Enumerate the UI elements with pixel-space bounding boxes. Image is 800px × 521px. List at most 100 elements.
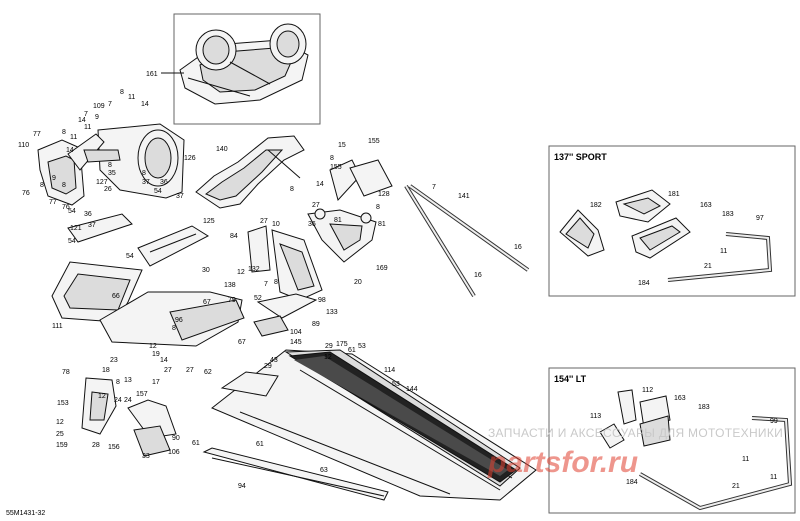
bracket-153 [81, 377, 177, 457]
callout: 163 [674, 395, 686, 402]
callout: 94 [238, 483, 246, 490]
callout: 77 [33, 131, 41, 138]
callout: 29 [325, 343, 333, 350]
callout: 184 [638, 280, 650, 287]
callout: 24 [114, 397, 122, 404]
callout: 23 [110, 357, 118, 364]
callout: 21 [704, 263, 712, 270]
callout: 20 [354, 279, 362, 286]
sport-137-title: 137'' SPORT [554, 152, 607, 162]
callout: 99 [770, 418, 778, 425]
callout: 36 [160, 179, 168, 186]
callout: 183 [722, 211, 734, 218]
callout: 161 [146, 71, 158, 78]
callout: 97 [756, 215, 764, 222]
callout: 53 [358, 343, 366, 350]
callout: 11 [128, 94, 135, 101]
callout: 81 [334, 217, 342, 224]
callout: 77 [49, 199, 57, 206]
callout: 61 [348, 347, 356, 354]
callout: 182 [590, 202, 602, 209]
callout: 140 [216, 146, 228, 153]
sport-137-box [548, 145, 796, 297]
callout: 128 [378, 191, 390, 198]
callout: 26 [104, 186, 112, 193]
callout: 8 [330, 155, 334, 162]
callout: 29 [264, 363, 272, 370]
callout: 18 [102, 367, 110, 374]
callout: 9 [52, 175, 56, 182]
callout: 11 [84, 124, 91, 131]
callout: 79 [228, 297, 236, 304]
callout: 106 [168, 449, 180, 456]
callout: 27 [186, 367, 194, 374]
callout: 96 [175, 317, 183, 324]
callout: 9 [95, 114, 99, 121]
callout: 14 [141, 101, 149, 108]
callout: 113 [590, 413, 601, 420]
callout: 104 [290, 329, 302, 336]
callout: 14 [78, 117, 86, 124]
callout: 133 [326, 309, 338, 316]
callout: 7 [432, 184, 436, 191]
tunnel-panel-125 [137, 225, 210, 267]
callout: 67 [203, 299, 211, 306]
callout: 27 [312, 202, 320, 209]
footrest-panel [99, 291, 245, 347]
callout: 19 [152, 351, 160, 358]
callout: 33 [142, 453, 150, 460]
callout: 155 [368, 138, 380, 145]
callout: 112 [642, 387, 653, 394]
callout: 24 [124, 397, 132, 404]
tie-rods-141 [404, 184, 530, 298]
lt-154-title: 154'' LT [554, 374, 587, 384]
watermark-text: ЗАПЧАСТИ И АКСЕССУАРЫ ДЛЯ МОТОТЕХНИКИ [488, 426, 783, 440]
callout: 27 [260, 218, 268, 225]
slider-rail-94 [202, 447, 389, 501]
callout: 8 [376, 204, 380, 211]
callout: 10 [272, 221, 280, 228]
callout: 126 [184, 155, 196, 162]
callout: 63 [320, 467, 328, 474]
callout: 183 [698, 404, 710, 411]
callout: 14 [160, 357, 168, 364]
sport-137-parts [559, 189, 773, 282]
callout: 111 [52, 323, 63, 330]
callout: 54 [154, 188, 162, 195]
chassis-assembly-161 [179, 23, 309, 105]
callout: 76 [22, 190, 30, 197]
callout: 153 [57, 400, 69, 407]
callout: 16 [514, 244, 522, 251]
callout: 144 [406, 386, 418, 393]
callout: 169 [376, 265, 388, 272]
callout: 62 [204, 369, 212, 376]
callout: 11 [742, 456, 749, 463]
callout: 78 [62, 369, 70, 376]
callout: 11 [70, 134, 77, 141]
callout: 66 [112, 293, 120, 300]
callout: 181 [668, 191, 680, 198]
callout: 15 [338, 142, 346, 149]
lt-154-box [548, 367, 796, 514]
diagram-code: 55M1431-32 [6, 510, 45, 517]
callout: 90 [172, 435, 180, 442]
callout: 8 [116, 379, 120, 386]
callout: 8 [274, 279, 278, 286]
callout: 37 [88, 222, 96, 229]
watermark: ЗАПЧАСТИ И АКСЕССУАРЫ ДЛЯ МОТОТЕХНИКИ pa… [487, 426, 783, 479]
callout: 76 [62, 204, 70, 211]
callout: 145 [290, 339, 302, 346]
callout: 16 [474, 272, 482, 279]
callout: 37 [176, 193, 184, 200]
callout: 121 [70, 225, 82, 232]
callout: 8 [120, 89, 124, 96]
callout: 98 [318, 297, 326, 304]
watermark-logo: partsfor.ru [487, 446, 638, 479]
callout: 8 [62, 182, 66, 189]
callout: 109 [93, 103, 105, 110]
callout: 30 [202, 267, 210, 274]
callout: 52 [254, 295, 262, 302]
callout: 43 [270, 357, 278, 364]
